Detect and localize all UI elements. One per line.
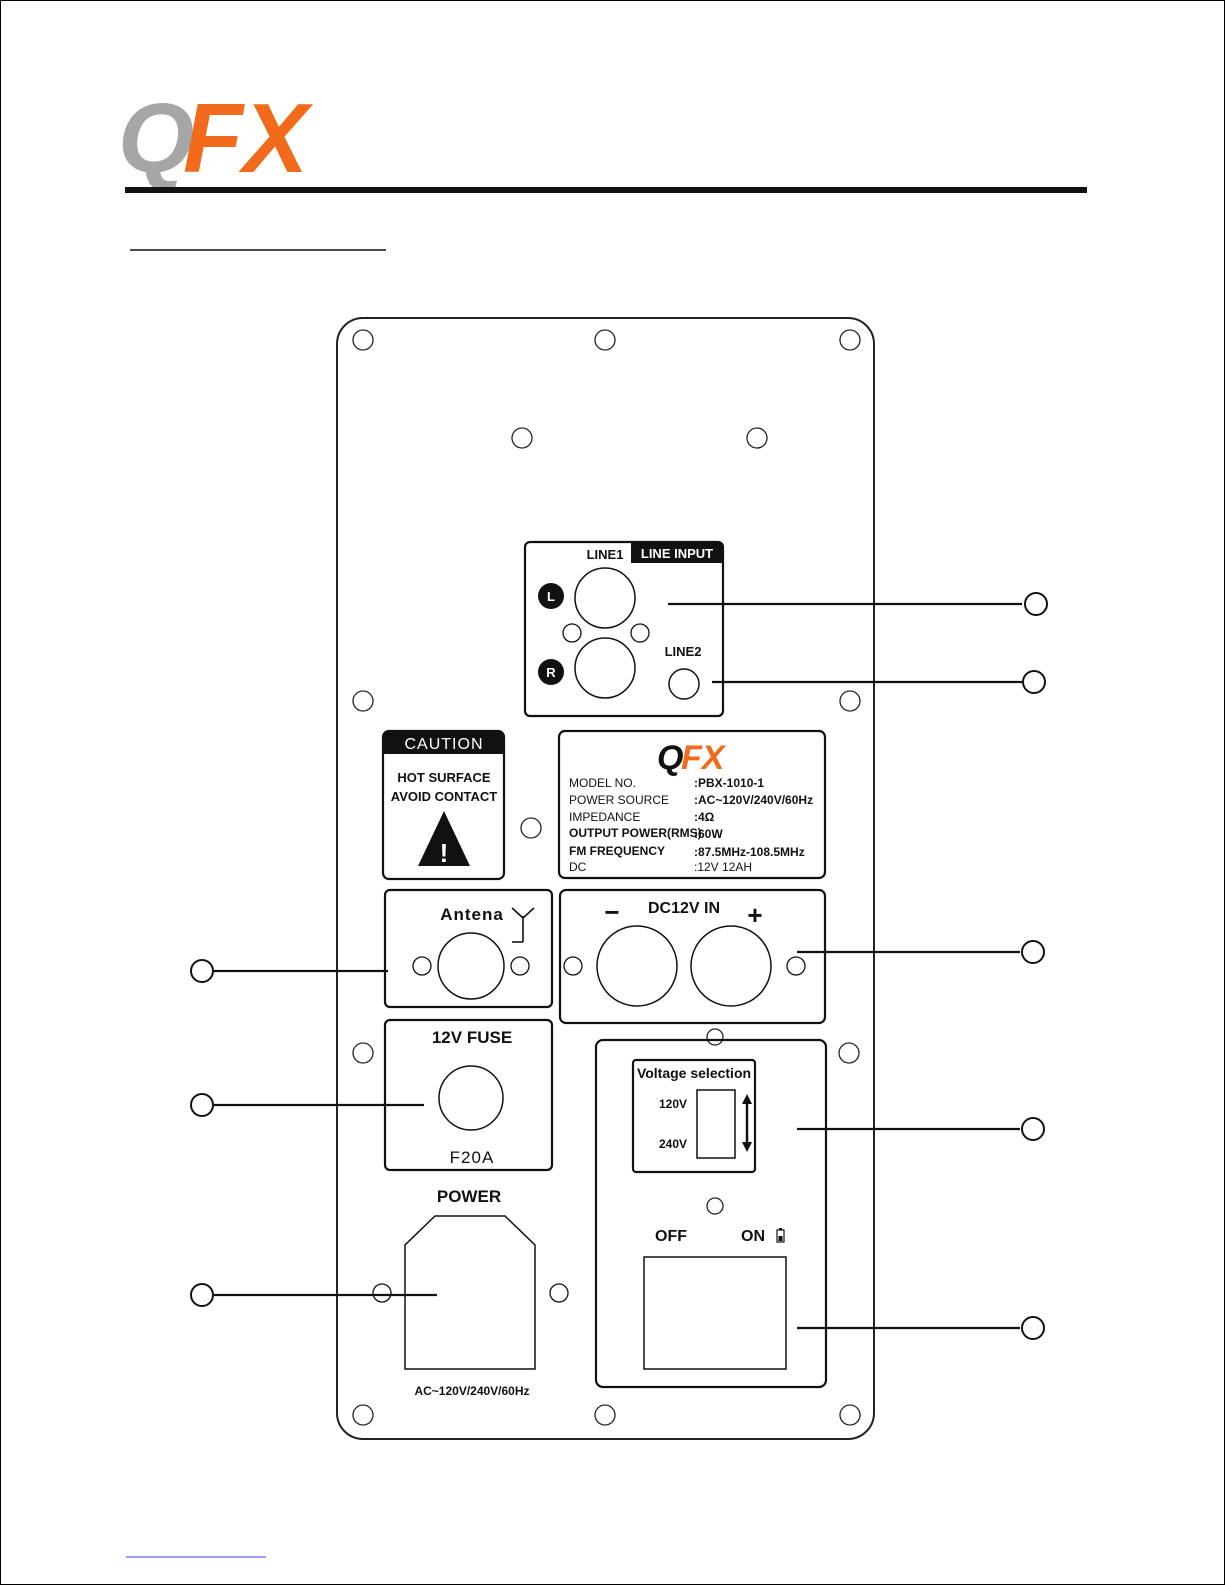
fuse-label: 12V FUSE — [432, 1028, 512, 1047]
spec-key-model: MODEL NO. — [569, 776, 636, 790]
caution-line1: HOT SURFACE — [397, 770, 491, 785]
spec-value-output-power: :60W — [694, 827, 723, 841]
dc-negative-terminal[interactable] — [596, 925, 678, 1007]
callout-circle — [1024, 592, 1048, 616]
power-rating: AC~120V/240V/60Hz — [414, 1384, 529, 1398]
spec-logo-fx: FX — [681, 739, 727, 777]
callout-circle — [1021, 1117, 1045, 1141]
spec-key-power-source: POWER SOURCE — [569, 793, 669, 807]
mounting-hole — [511, 427, 533, 449]
antenna-jack[interactable] — [437, 932, 505, 1000]
panel-plate — [336, 317, 875, 1440]
voltage-selector-switch[interactable] — [696, 1089, 736, 1159]
switch-off-label: OFF — [655, 1228, 687, 1245]
voltage-selection-label: Voltage selection — [637, 1065, 751, 1081]
switch-module: Voltage selection 120V 240V OFF ON — [594, 1038, 828, 1389]
dc-plus-label: + — [747, 900, 762, 930]
left-channel-badge — [538, 583, 564, 609]
mounting-hole — [706, 1197, 724, 1215]
up-down-arrow-icon — [742, 1094, 752, 1152]
power-label: POWER — [437, 1187, 501, 1206]
spec-key-fm-frequency: FM FREQUENCY — [569, 844, 665, 858]
power-inlet-panel: POWER AC~120V/240V/60Hz — [372, 1187, 569, 1398]
warning-triangle-icon — [418, 811, 470, 866]
callout-circle — [1021, 940, 1045, 964]
voltage-240-label: 240V — [659, 1137, 687, 1151]
callout-circle — [190, 1283, 214, 1307]
power-switch[interactable] — [643, 1256, 787, 1370]
callout-circle — [190, 959, 214, 983]
mounting-hole — [352, 1042, 374, 1064]
mounting-hole — [838, 1042, 860, 1064]
battery-icon — [776, 1228, 785, 1243]
spec-key-output-power: OUTPUT POWER(RMS) — [569, 826, 702, 840]
header-rule — [125, 187, 1087, 193]
line1-label: LINE1 — [587, 547, 624, 562]
ac-power-inlet[interactable] — [404, 1215, 536, 1370]
antenna-panel: Antena — [383, 888, 554, 1009]
switch-on-label: ON — [741, 1228, 765, 1245]
callout-circle — [1021, 1316, 1045, 1340]
qfx-logo: Q FX — [118, 83, 314, 193]
callout-circle — [190, 1093, 214, 1117]
right-channel-label: R — [546, 665, 556, 680]
antenna-label: Antena — [440, 905, 504, 924]
mounting-hole — [594, 1404, 616, 1426]
spec-label: Q FX MODEL NO. :PBX-1010-1 POWER SOURCE … — [557, 729, 827, 880]
logo-q: Q — [118, 83, 194, 193]
mounting-hole — [352, 690, 374, 712]
mounting-hole — [839, 329, 861, 351]
spec-logo-q: Q — [657, 739, 683, 777]
right-channel-badge — [538, 659, 564, 685]
callout-circle — [1022, 670, 1046, 694]
voltage-120-label: 120V — [659, 1097, 687, 1111]
line2-jack[interactable] — [668, 668, 700, 700]
dc-minus-label: − — [604, 897, 619, 927]
line1-left-jack[interactable] — [574, 567, 636, 629]
caution-line2: AVOID CONTACT — [391, 789, 497, 804]
left-channel-label: L — [547, 589, 555, 604]
mounting-hole — [746, 427, 768, 449]
line-input-panel: LINE INPUT LINE1 L R LINE2 — [523, 540, 725, 718]
fuse-rating: F20A — [450, 1148, 495, 1167]
line1-right-jack[interactable] — [574, 637, 636, 699]
caution-label: CAUTION HOT SURFACE AVOID CONTACT ! — [381, 729, 506, 881]
line2-label: LINE2 — [665, 644, 702, 659]
line-input-header: LINE INPUT — [641, 546, 713, 561]
dc-input-panel: DC12V IN − + — [558, 888, 827, 1025]
fuse-holder[interactable] — [438, 1065, 504, 1131]
line-input-header-bg — [631, 543, 723, 563]
fuse-panel: 12V FUSE F20A — [383, 1018, 554, 1172]
mounting-hole — [352, 329, 374, 351]
voltage-selector-box — [631, 1058, 757, 1174]
spec-value-dc: :12V 12AH — [694, 860, 752, 874]
warning-symbol: ! — [440, 838, 449, 868]
mounting-hole — [594, 329, 616, 351]
dc-input-label: DC12V IN — [648, 900, 720, 917]
mounting-hole — [520, 817, 542, 839]
mounting-hole — [839, 1404, 861, 1426]
mounting-hole — [706, 1028, 724, 1046]
logo-fx: FX — [183, 83, 314, 193]
spec-value-model: :PBX-1010-1 — [694, 776, 764, 790]
mounting-hole — [352, 1404, 374, 1426]
mounting-hole — [839, 690, 861, 712]
mounting-holes — [352, 329, 861, 1426]
spec-value-power-source: :AC~120V/240V/60Hz — [694, 793, 813, 807]
dc-positive-terminal[interactable] — [690, 925, 772, 1007]
spec-value-fm-frequency: :87.5MHz-108.5MHz — [694, 845, 805, 859]
caution-header: CAUTION — [405, 736, 484, 753]
callouts — [190, 592, 1048, 1340]
spec-key-impedance: IMPEDANCE — [569, 810, 640, 824]
antenna-symbol-icon — [511, 907, 535, 943]
spec-key-dc: DC — [569, 860, 587, 874]
spec-value-impedance: :4Ω — [694, 810, 715, 824]
